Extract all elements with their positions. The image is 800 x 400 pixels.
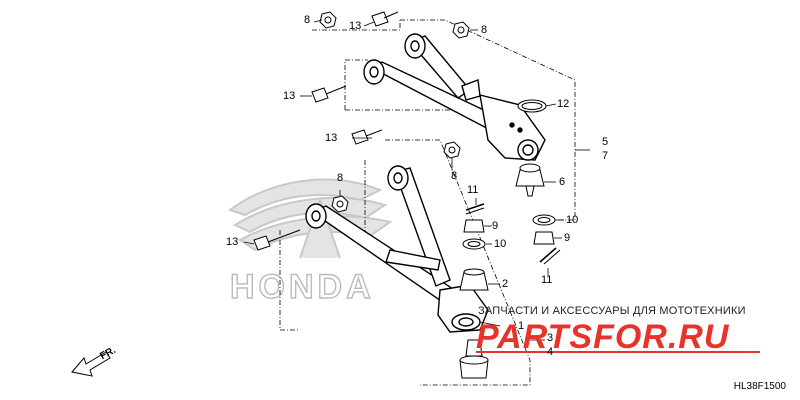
callout-8-lower-right: 8 — [451, 170, 458, 182]
callout-9-left: 9 — [492, 220, 499, 232]
callout-8-lower-mid: 8 — [337, 172, 344, 184]
callout-7: 7 — [602, 150, 609, 162]
callout-9-right: 9 — [564, 232, 571, 244]
upper-hardware — [311, 11, 547, 197]
upper-arm-bracket-lines — [312, 19, 590, 221]
diagram-code: HL38F1500 — [733, 381, 786, 392]
callout-3: 3 — [547, 332, 554, 344]
callout-11-right: 11 — [541, 274, 553, 286]
watermark-tagline: ЗАПЧАСТИ И АКСЕССУАРЫ ДЛЯ МОТОТЕХНИКИ — [478, 305, 746, 317]
callout-13-mid-upper: 13 — [283, 90, 296, 102]
callout-13-top: 13 — [349, 20, 362, 32]
callout-8-top-left: 8 — [304, 14, 311, 26]
callout-10-left: 10 — [494, 238, 507, 250]
honda-logo-text: HONDA — [230, 268, 375, 306]
front-arrow-icon — [71, 351, 111, 377]
lower-arm-bracket-lines — [279, 139, 545, 386]
watermark-brand: PARTSFOR.RU — [476, 318, 730, 356]
callout-11-left: 11 — [467, 184, 479, 196]
callout-5: 5 — [602, 136, 609, 148]
callout-6: 6 — [559, 176, 566, 188]
callout-13-lower-left: 13 — [226, 236, 239, 248]
callout-12: 12 — [557, 98, 570, 110]
honda-wing-logo — [227, 178, 393, 259]
callout-1: 1 — [518, 320, 525, 332]
callout-10-right: 10 — [566, 214, 579, 226]
callout-13-lower-top: 13 — [325, 132, 338, 144]
lower-a-arm — [305, 165, 489, 333]
leader-lines — [243, 19, 564, 327]
upper-a-arm — [363, 33, 546, 161]
lower-hardware — [253, 129, 561, 379]
callout-4: 4 — [547, 346, 554, 358]
callout-8-top-right: 8 — [481, 24, 488, 36]
callout-2: 2 — [502, 278, 509, 290]
